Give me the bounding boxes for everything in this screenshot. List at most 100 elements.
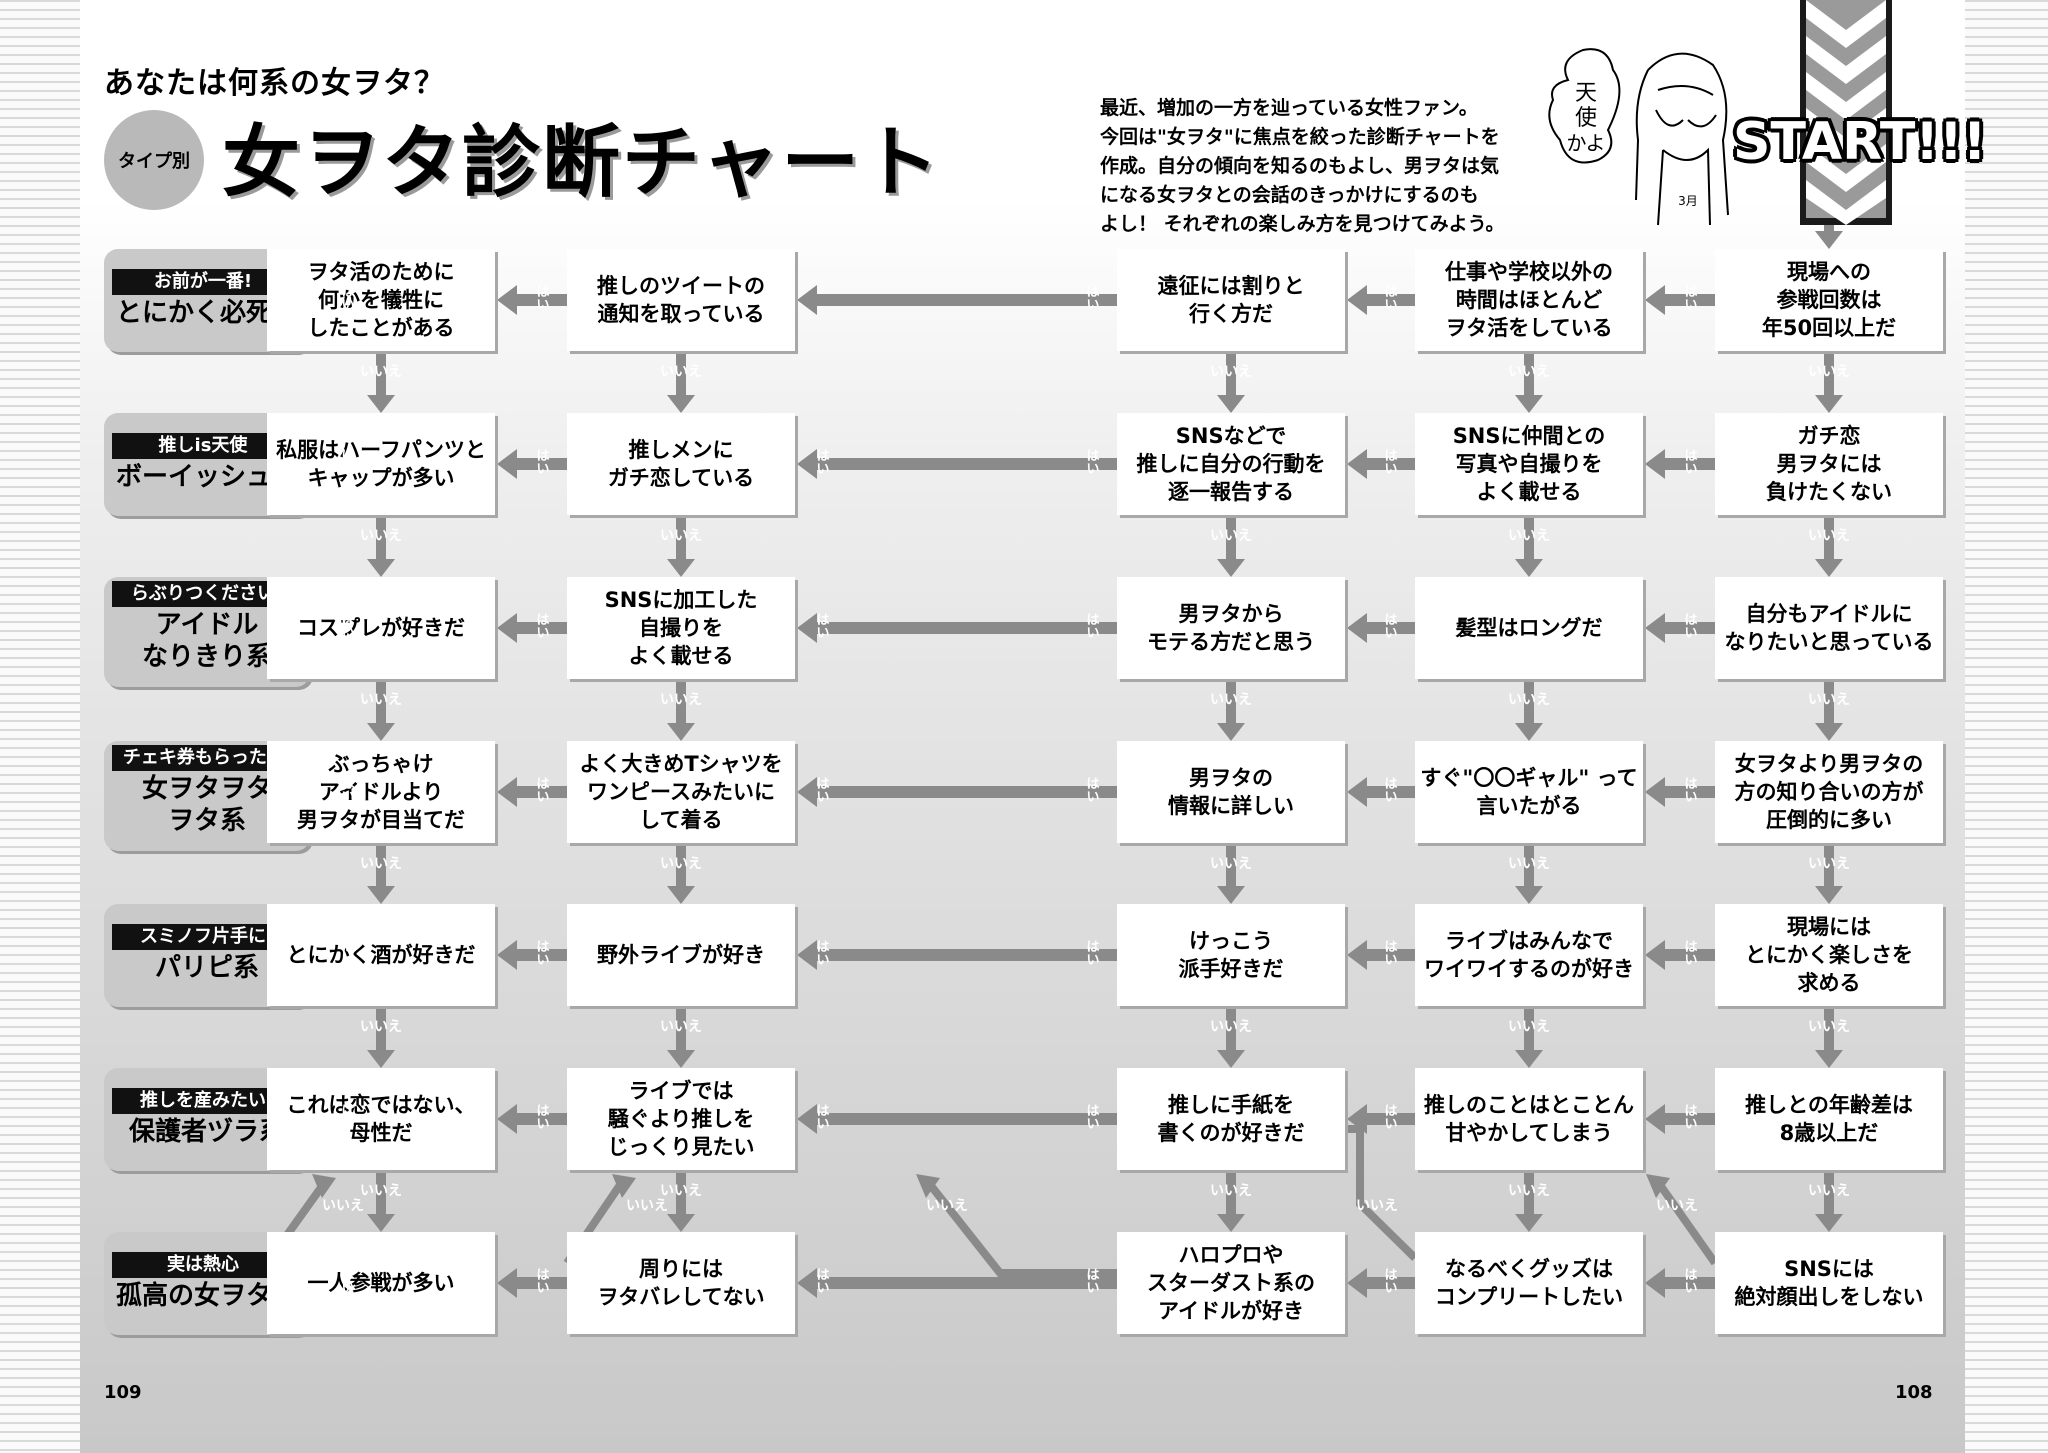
question-r2-c1: 私服はハーフパンツと キャップが多い [267, 413, 495, 515]
no-label: いいえ [1508, 856, 1550, 872]
question-r1-c4: 仕事や学校以外の 時間はほとんど ヲタ活をしている [1415, 249, 1643, 351]
speech-char: 使 [1575, 106, 1597, 131]
arrow-head [1347, 940, 1367, 970]
page-number-left: 109 [104, 1382, 142, 1403]
shirt-text: 3月 [1678, 194, 1698, 208]
question-r4-c5: 女ヲタより男ヲタの 方の知り合いの方が 圧倒的に多い [1715, 741, 1943, 843]
intro-line: 最近、増加の一方を辿っている女性ファン。 [1100, 97, 1478, 119]
no-label: いいえ [660, 856, 702, 872]
yes-label: はい [1086, 1268, 1100, 1296]
type-badge: タイプ別 [104, 110, 204, 210]
arrow-head [797, 1104, 817, 1134]
arrow-head [797, 940, 817, 970]
question-r3-c2: SNSに加工した 自撮りを よく載せる [567, 577, 795, 679]
no-label: いいえ [1808, 856, 1850, 872]
arrow-head [367, 559, 395, 577]
arrow-head [367, 723, 395, 741]
no-label-diagonal: いいえ [926, 1198, 968, 1214]
yes-label: はい [341, 940, 355, 968]
question-r5-c5: 現場には とにかく楽しさを 求める [1715, 904, 1943, 1006]
arrow-head [667, 395, 695, 413]
question-r5-c4: ライブはみんなで ワイワイするのが好き [1415, 904, 1643, 1006]
no-label: いいえ [1808, 1183, 1850, 1199]
no-label: いいえ [1808, 1019, 1850, 1035]
no-label: いいえ [360, 528, 402, 544]
arrow-head [612, 1174, 636, 1198]
result-tag: 推しis天使 [112, 433, 294, 459]
yes-label: はい [341, 1268, 355, 1296]
arrow-head [1217, 1214, 1245, 1232]
yes-label: はい [1684, 940, 1698, 968]
yes-label: はい [341, 1104, 355, 1132]
no-label: いいえ [660, 692, 702, 708]
question-r7-c3: ハロプロや スターダスト系の アイドルが好き [1117, 1232, 1345, 1334]
arrow-head [667, 1214, 695, 1232]
question-r2-c5: ガチ恋 男ヲタには 負けたくない [1715, 413, 1943, 515]
result-name: 女ヲタヲタ ヲタ系 [141, 774, 272, 836]
yes-label: はい [1384, 1268, 1398, 1296]
no-label: いいえ [1508, 364, 1550, 380]
page-edge-right [1965, 0, 2048, 1453]
yes-label: はい [536, 1268, 550, 1296]
yes-label: はい [341, 285, 355, 313]
no-label: いいえ [1210, 528, 1252, 544]
intro-line: 今回は"女ヲタ"に焦点を絞った診断チャートを [1100, 126, 1500, 148]
intro-text: 最近、増加の一方を辿っている女性ファン。 今回は"女ヲタ"に焦点を絞った診断チャ… [1100, 94, 1540, 239]
result-name: アイドル なりきり系 [141, 610, 272, 672]
yes-label: はい [341, 449, 355, 477]
yes-label: はい [1086, 613, 1100, 641]
intro-line: よし！ それぞれの楽しみ方を見つけてみよう。 [1100, 213, 1505, 235]
question-r3-c3: 男ヲタから モテる方だと思う [1117, 577, 1345, 679]
no-label: いいえ [660, 1183, 702, 1199]
start-banner [1800, 0, 1892, 225]
result-tag: 実は熱心 [112, 1252, 294, 1278]
no-label-diagonal: いいえ [1356, 1198, 1398, 1214]
arrow-head [1645, 285, 1665, 315]
arrow-head [1217, 886, 1245, 904]
yes-label: はい [816, 1268, 830, 1296]
yes-label: はい [1384, 777, 1398, 805]
no-label: いいえ [360, 692, 402, 708]
arrow-head [1645, 1104, 1665, 1134]
arrow-head [1815, 559, 1843, 577]
arrow-head [1347, 449, 1367, 479]
yes-label: はい [816, 613, 830, 641]
arrow-head [667, 886, 695, 904]
arrow-head [497, 613, 517, 643]
question-r6-c2: ライブでは 騒ぐより推しを じっくり見たい [567, 1068, 795, 1170]
arrow-head [1347, 613, 1367, 643]
question-r7-c1: 一人参戦が多い [267, 1232, 495, 1334]
question-r1-c3: 遠征には割りと 行く方だ [1117, 249, 1345, 351]
no-label: いいえ [1508, 692, 1550, 708]
yes-label: はい [536, 285, 550, 313]
result-tag: 推しを産みたい [112, 1088, 294, 1114]
page-background [80, 0, 1965, 1453]
arrow-head [497, 777, 517, 807]
yes-label: はい [816, 777, 830, 805]
no-label: いいえ [660, 528, 702, 544]
arrow-head [1217, 395, 1245, 413]
arrow-head [1515, 1214, 1543, 1232]
no-label: いいえ [360, 856, 402, 872]
arrow-head [1347, 285, 1367, 315]
arrow-head [797, 613, 817, 643]
no-label: いいえ [1210, 692, 1252, 708]
arrow-head [667, 1050, 695, 1068]
yes-label: はい [1086, 449, 1100, 477]
arrow-head [1645, 1268, 1665, 1298]
arrow-head [1347, 777, 1367, 807]
arrow-head [1815, 395, 1843, 413]
intro-line: 作成。自分の傾向を知るのもよし、男ヲタは気 [1100, 155, 1500, 177]
yes-label: はい [536, 1104, 550, 1132]
arrow-head [1645, 940, 1665, 970]
question-r4-c3: 男ヲタの 情報に詳しい [1117, 741, 1345, 843]
yes-label: はい [341, 777, 355, 805]
arrow-head [1217, 723, 1245, 741]
flow-line [924, 1179, 1117, 1277]
no-label: いいえ [360, 1183, 402, 1199]
page-edge-left [0, 0, 80, 1453]
result-tag: らぶりつください [112, 581, 294, 607]
result-tag: スミノフ片手に [112, 924, 294, 950]
question-r4-c1: ぶっちゃけ アイドルより 男ヲタが目当てだ [267, 741, 495, 843]
speech-char: 天 [1575, 81, 1597, 106]
